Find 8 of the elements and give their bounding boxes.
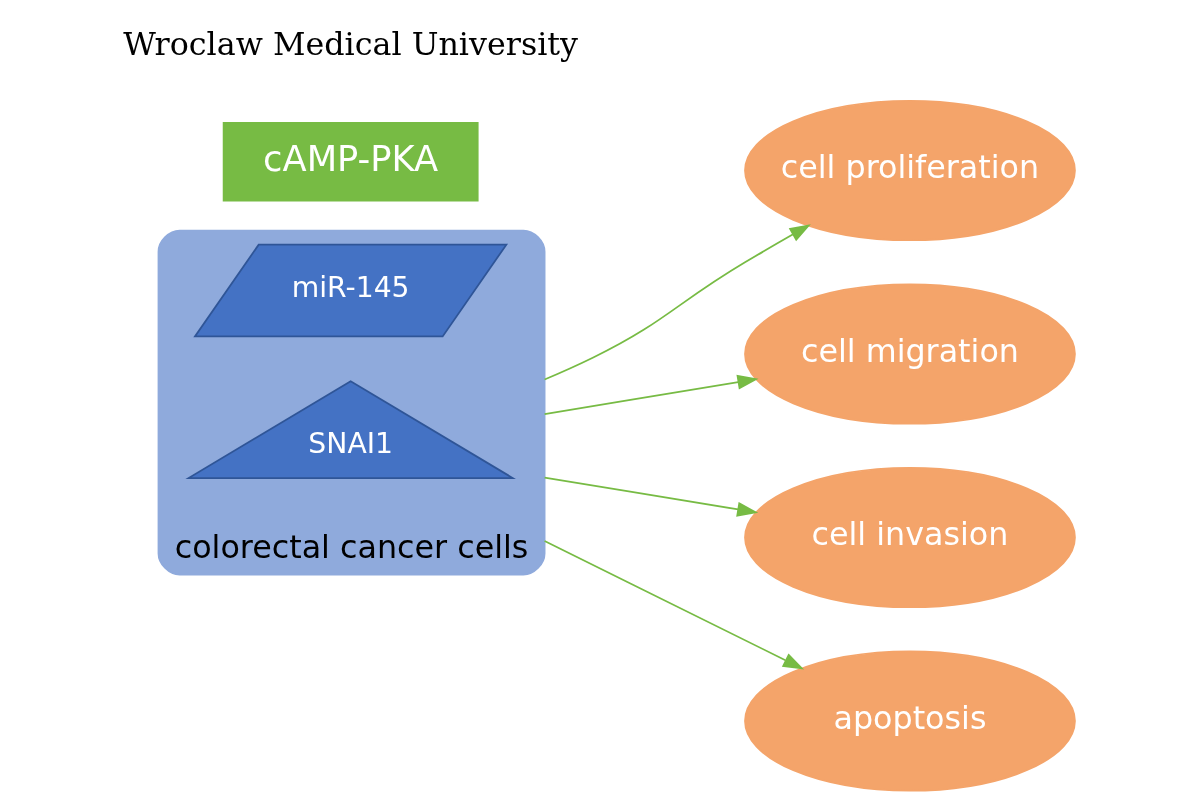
arrow	[543, 476, 759, 517]
node-box: cAMP-PKA	[222, 122, 479, 202]
node-ellipse: cell invasion	[744, 466, 1076, 609]
arrow	[543, 374, 759, 415]
arrow	[543, 540, 805, 670]
label: Wroclaw Medical University	[123, 25, 579, 62]
node-ellipse: cell migration	[744, 283, 1076, 425]
arrow	[543, 224, 811, 381]
